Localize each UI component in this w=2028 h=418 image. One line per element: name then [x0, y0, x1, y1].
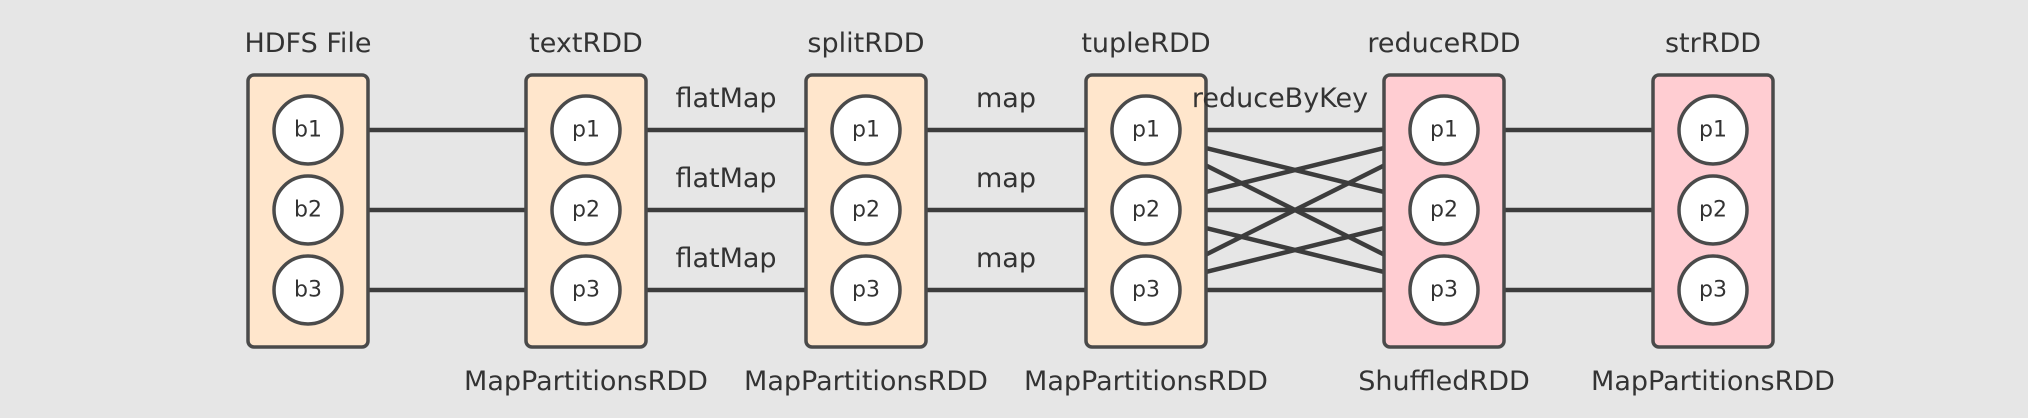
rdd-title-reduce: reduceRDD [1367, 28, 1520, 59]
partition-circle-tuple-1 [1110, 94, 1182, 166]
partition-label-reduce-2: p2 [1430, 198, 1458, 223]
rdd-split: p1 p2 p3 [804, 73, 928, 349]
partition-label-text-1: p1 [572, 118, 600, 143]
rdd-title-text: textRDD [529, 28, 643, 59]
rdd-type-text: MapPartitionsRDD [464, 366, 708, 397]
transform-label-split-tuple-2: map [976, 163, 1036, 194]
partition-label-split-2: p2 [852, 198, 880, 223]
rdd-tuple: p1 p2 p3 [1084, 73, 1208, 349]
rdd-title-str: strRDD [1665, 28, 1761, 59]
rdd-title-tuple: tupleRDD [1081, 28, 1210, 59]
rdd-type-str: MapPartitionsRDD [1591, 366, 1835, 397]
nodes-layer: b1 b2 b3 p1 p2 p3 p1 p2 p3 p1 p2 p3 p1 p2 p3 p1 p2 p3 [246, 73, 1775, 349]
rdd-text: p1 p2 p3 [524, 73, 648, 349]
partition-circle-text-1 [550, 94, 622, 166]
edge-tuple-reduce-3-2 [1177, 215, 1415, 282]
rdd-type-split: MapPartitionsRDD [744, 366, 988, 397]
partition-label-reduce-1: p1 [1430, 118, 1458, 143]
partition-label-text-2: p2 [572, 198, 600, 223]
edge-tuple-reduce-3-1 [1172, 147, 1419, 273]
transform-label-text-split-3: flatMap [675, 243, 776, 274]
rdd-hdfs: b1 b2 b3 [246, 73, 370, 349]
partition-circle-text-3 [550, 254, 622, 326]
rdd-title-hdfs: HDFS File [244, 28, 371, 59]
partition-circle-str-2 [1677, 174, 1749, 246]
partition-label-hdfs-1: b1 [294, 118, 322, 143]
partition-label-tuple-3: p3 [1132, 278, 1160, 303]
rdd-reduce: p1 p2 p3 [1382, 73, 1506, 349]
rdd-title-split: splitRDD [807, 28, 924, 59]
partition-circle-split-3 [830, 254, 902, 326]
partition-label-str-2: p2 [1699, 198, 1727, 223]
labels-layer: flatMap flatMap flatMap map map map reduceByKe… [244, 28, 1834, 397]
partition-label-str-1: p1 [1699, 118, 1727, 143]
partition-label-reduce-3: p3 [1430, 278, 1458, 303]
partition-label-hdfs-2: b2 [294, 198, 322, 223]
partition-circle-split-2 [830, 174, 902, 246]
partition-label-str-3: p3 [1699, 278, 1727, 303]
partition-circle-split-1 [830, 94, 902, 166]
rdd-type-reduce: ShuffledRDD [1358, 366, 1530, 397]
partition-label-tuple-1: p1 [1132, 118, 1160, 143]
partition-label-hdfs-3: b3 [294, 278, 322, 303]
rdd-type-tuple: MapPartitionsRDD [1024, 366, 1268, 397]
partition-circle-str-3 [1677, 254, 1749, 326]
partition-circle-tuple-3 [1110, 254, 1182, 326]
partition-circle-text-2 [550, 174, 622, 246]
partition-circle-hdfs-1 [272, 94, 344, 166]
partition-label-split-3: p3 [852, 278, 880, 303]
transform-label-split-tuple-1: map [976, 83, 1036, 114]
transform-label-split-tuple-3: map [976, 243, 1036, 274]
edges-layer [342, 118, 1682, 302]
partition-circle-hdfs-2 [272, 174, 344, 246]
partition-circle-reduce-1 [1408, 94, 1480, 166]
rdd-str: p1 p2 p3 [1651, 73, 1775, 349]
transform-label-text-split-2: flatMap [675, 163, 776, 194]
partition-label-text-3: p3 [572, 278, 600, 303]
partition-circle-tuple-2 [1110, 174, 1182, 246]
partition-label-tuple-2: p2 [1132, 198, 1160, 223]
partition-circle-str-1 [1677, 94, 1749, 166]
partition-circle-reduce-3 [1408, 254, 1480, 326]
transform-label-text-split-1: flatMap [675, 83, 776, 114]
transform-label-tuple-reduce-1: reduceByKey [1192, 83, 1368, 114]
partition-circle-reduce-2 [1408, 174, 1480, 246]
edge-tuple-reduce-2-1 [1177, 135, 1415, 202]
partition-label-split-1: p1 [852, 118, 880, 143]
partition-circle-hdfs-3 [272, 254, 344, 326]
